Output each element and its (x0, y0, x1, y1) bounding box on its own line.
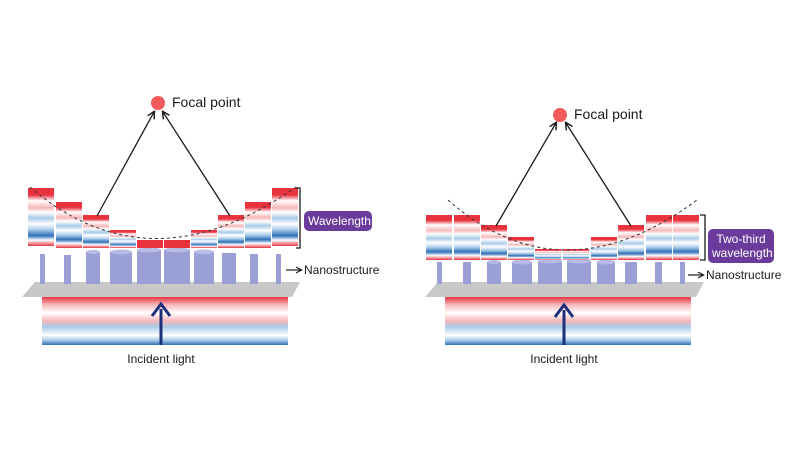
badge-line-1: Two-third (716, 232, 766, 246)
wavefront-blocks (426, 215, 699, 260)
nanostructure-pillars (437, 258, 685, 284)
focal-point-dot (151, 96, 165, 110)
incident-light-bands (42, 297, 288, 345)
two-third-wavelength-bracket (700, 214, 706, 261)
badge-line-2: wavelength (712, 246, 773, 260)
incident-light-label: Incident light (127, 352, 195, 366)
focal-point-dot (553, 108, 567, 122)
focal-ray-right (566, 123, 632, 227)
wavefront-curve (29, 186, 297, 239)
substrate-platform (22, 282, 300, 297)
two-third-wavelength-badge: Two-third wavelength (708, 229, 774, 263)
focal-ray-left (495, 123, 556, 227)
nanostructure-pillars (40, 247, 281, 284)
substrate-platform (425, 282, 704, 297)
focal-ray-right (163, 112, 231, 217)
focal-point-label: Focal point (574, 106, 643, 122)
focal-ray-left (96, 112, 154, 217)
right-panel: Focal point Nanostructure Incident light (425, 106, 782, 366)
nanostructure-label: Nanostructure (706, 268, 782, 282)
incident-arrowhead (553, 302, 575, 318)
wavelength-badge-label: Wavelength (308, 214, 371, 228)
incident-light-label: Incident light (530, 352, 598, 366)
incident-arrowhead (150, 301, 172, 317)
incident-light-bands (445, 297, 691, 345)
wavelength-bracket (296, 187, 301, 249)
focal-point-label: Focal point (172, 94, 241, 110)
wavefront-curve (447, 199, 698, 251)
left-panel: Focal point Nanostructure Incident light (22, 94, 380, 366)
nanostructure-label: Nanostructure (304, 263, 380, 277)
wavefront-blocks (28, 188, 298, 248)
wavelength-badge: Wavelength (304, 211, 372, 231)
